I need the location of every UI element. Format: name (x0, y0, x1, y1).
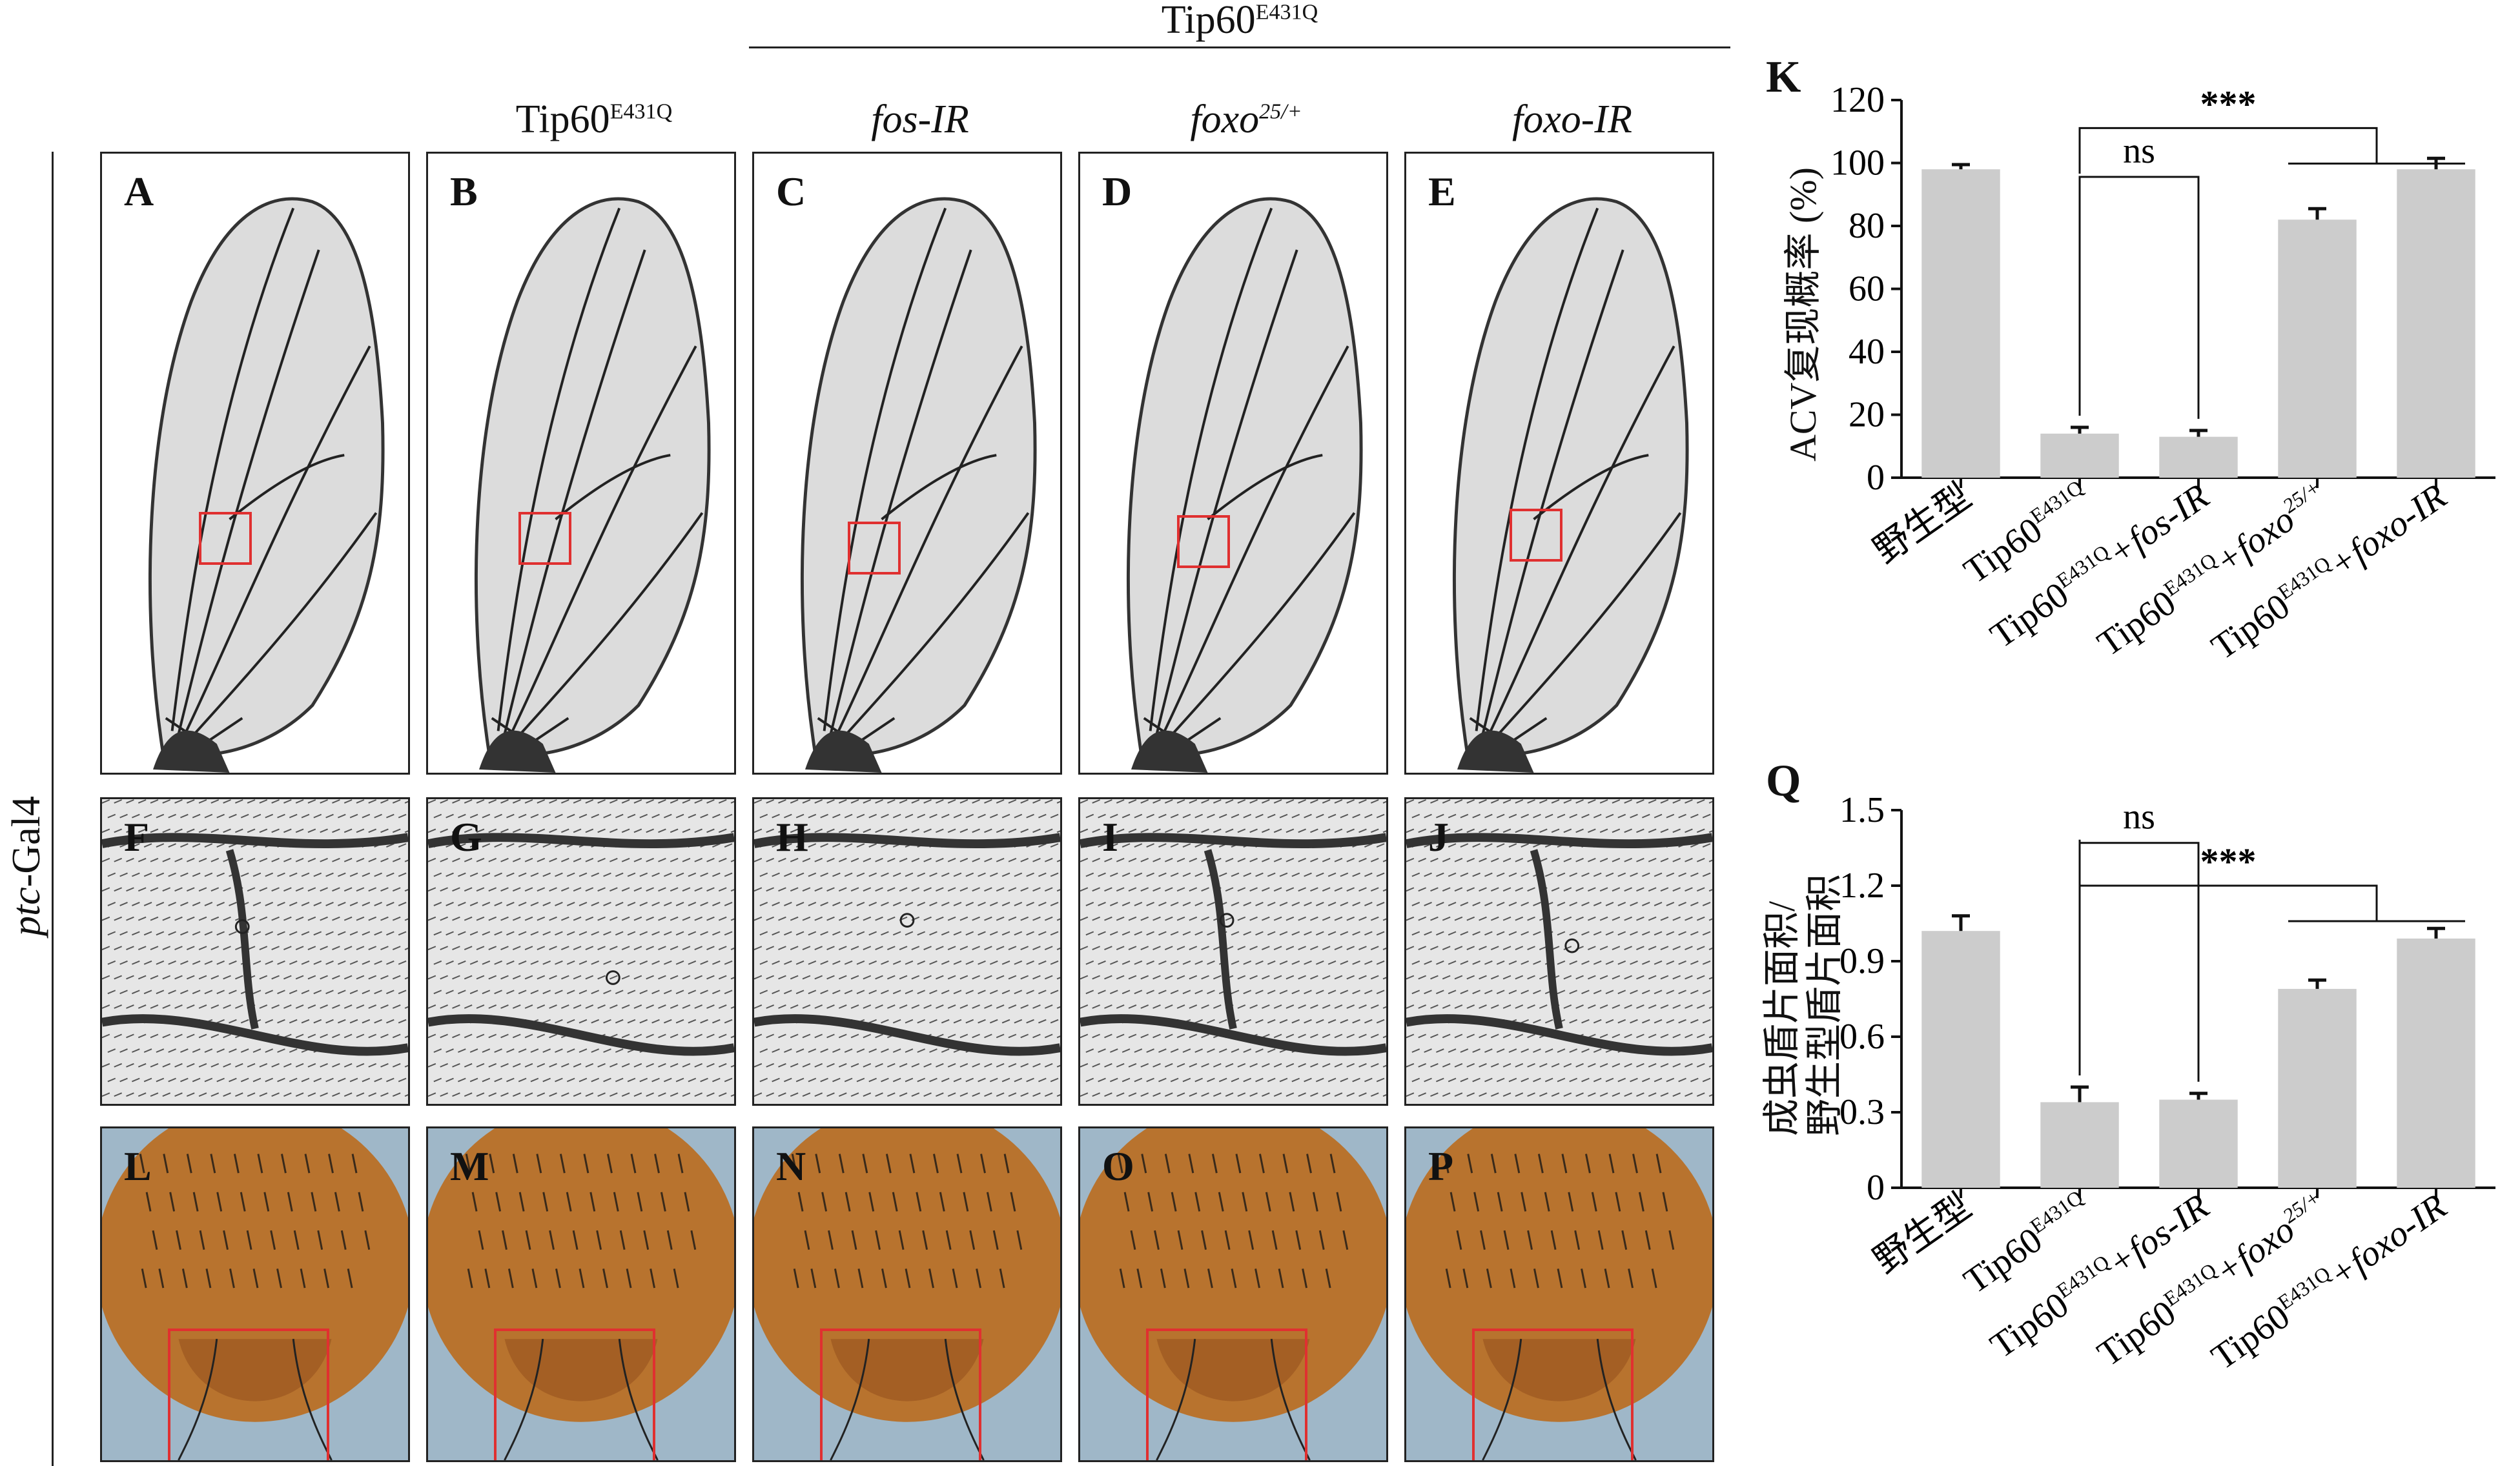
chart-q-sig-bracket-star (2078, 839, 2378, 921)
chart-k-sig-bracket-star (2078, 127, 2378, 174)
roi-box (848, 522, 901, 575)
column-header-foxo-ir: foxo-IR (1512, 97, 1632, 141)
chart-k-sig-label-ns: ns (2123, 131, 2155, 171)
chart-q-sig-label-star: *** (2200, 840, 2257, 882)
chart-k: 020406080100120野生型Tip60E431QTip60E431Q+f… (1830, 80, 2495, 667)
panel-label-k: K (1766, 52, 1801, 102)
chart-k-ytick-label: 120 (1830, 80, 1885, 120)
panel-label-q: Q (1766, 756, 1801, 806)
thorax-panel-p: P (1404, 1126, 1714, 1462)
panel-label-f: F (124, 814, 150, 860)
panel-label-c: C (776, 168, 806, 214)
scutellum-box (820, 1329, 981, 1460)
column-header-tip60: Tip60E431Q (515, 97, 673, 141)
panel-label-j: J (1428, 814, 1449, 860)
chart-k-ylabel: ACV复现概率 (%) (1782, 167, 1824, 462)
roi-box (518, 512, 571, 565)
chart-k-ytick-label: 40 (1849, 332, 1885, 372)
group-header: Tip60E431Q (749, 0, 1730, 58)
thorax-panel-l: L (100, 1126, 410, 1462)
panel-label-d: D (1102, 168, 1132, 214)
vein-closeup-panel-i: I (1078, 797, 1388, 1106)
chart-k-bar (1921, 169, 2000, 478)
chart-q-ytick-label: 0 (1867, 1168, 1885, 1208)
vein-closeup-panel-g: G (426, 797, 736, 1106)
vein-closeup-panel-j: J (1404, 797, 1714, 1106)
chart-k-bar (2278, 219, 2357, 478)
chart-k-ytick-label: 60 (1849, 269, 1885, 309)
chart-q: 00.30.60.91.21.5野生型Tip60E431QTip60E431Q+… (1839, 790, 2495, 1378)
column-header-foxo: foxo25/+ (1190, 97, 1302, 141)
chart-q-sig-label-ns: ns (2123, 797, 2155, 837)
chart-k-ytick-label: 0 (1867, 458, 1885, 498)
scutellum-box (168, 1329, 329, 1460)
vein-closeup-panel-f: F (100, 797, 410, 1106)
panel-label-a: A (124, 168, 154, 214)
chart-q-sig-bracket-ns (2078, 842, 2200, 1082)
roi-box (1177, 515, 1230, 568)
side-label: ptc-Gal4 (5, 796, 48, 936)
panel-label-p: P (1428, 1143, 1454, 1189)
chart-q-bar (2040, 1102, 2119, 1188)
panel-label-h: H (776, 814, 808, 860)
panel-label-g: G (450, 814, 482, 860)
chart-k-bar (2040, 433, 2119, 478)
chart-q-ytick-label: 0.6 (1839, 1017, 1885, 1057)
thorax-panel-m: M (426, 1126, 736, 1462)
scutellum-box (1146, 1329, 1307, 1460)
chart-q-bar (2159, 1099, 2238, 1188)
chart-k-bar (2159, 436, 2238, 478)
thorax-panel-n: N (752, 1126, 1062, 1462)
chart-k-ytick-label: 80 (1849, 206, 1885, 246)
panel-label-e: E (1428, 168, 1456, 214)
side-divider (52, 152, 54, 1466)
chart-q-ytick-label: 1.5 (1839, 790, 1885, 830)
wing-panel-d: D (1078, 152, 1388, 775)
group-header-label: Tip60E431Q (1161, 0, 1318, 42)
thorax-panel-o: O (1078, 1126, 1388, 1462)
chart-k-bar (2397, 169, 2475, 478)
roi-box (199, 512, 252, 565)
chart-k-sig-label-star: *** (2200, 83, 2257, 125)
roi-box (1510, 509, 1562, 562)
chart-k-ytick-label: 20 (1849, 395, 1885, 435)
column-header-fos-ir: fos-IR (871, 97, 969, 141)
scutellum-box (494, 1329, 655, 1460)
chart-k-ytick-label: 100 (1830, 143, 1885, 183)
panel-label-l: L (124, 1143, 152, 1189)
group-header-line (749, 46, 1730, 48)
chart-q-bar (1921, 931, 2000, 1188)
wing-panel-e: E (1404, 152, 1714, 775)
chart-q-ytick-label: 0.9 (1839, 941, 1885, 981)
panel-label-b: B (450, 168, 478, 214)
scutellum-box (1472, 1329, 1634, 1460)
wing-panel-b: B (426, 152, 736, 775)
wing-panel-c: C (752, 152, 1062, 775)
chart-q-ytick-label: 0.3 (1839, 1092, 1885, 1132)
chart-k-sig-bracket-ns (2078, 176, 2200, 419)
panel-label-o: O (1102, 1143, 1134, 1189)
panel-label-m: M (450, 1143, 489, 1189)
chart-q-ytick-label: 1.2 (1839, 866, 1885, 906)
panel-label-n: N (776, 1143, 806, 1189)
vein-closeup-panel-h: H (752, 797, 1062, 1106)
chart-q-bar (2397, 938, 2475, 1188)
wing-panel-a: A (100, 152, 410, 775)
chart-q-bar (2278, 988, 2357, 1188)
panel-label-i: I (1102, 814, 1118, 860)
